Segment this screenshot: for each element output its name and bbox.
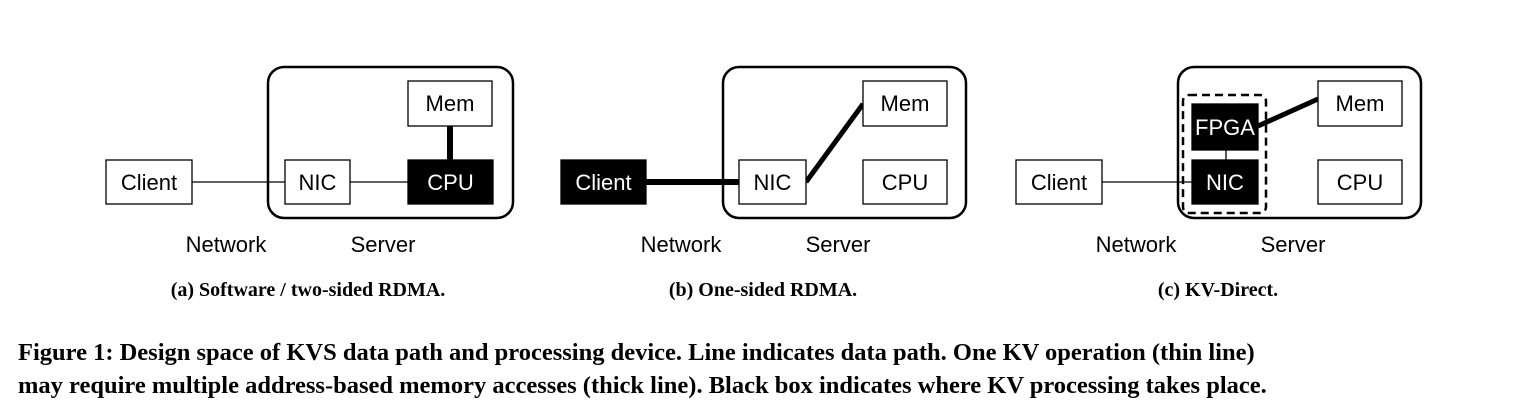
- cpu-box: CPU: [1317, 159, 1403, 205]
- svg-text:Mem: Mem: [881, 91, 930, 116]
- server-label: Server: [1261, 232, 1326, 257]
- server-box: [1176, 65, 1423, 220]
- figure-caption: Figure 1: Design space of KVS data path …: [18, 336, 1523, 402]
- server-label: Server: [806, 232, 871, 257]
- server-label: Server: [351, 232, 416, 257]
- caption-line-2: may require multiple address-based memor…: [18, 372, 1267, 399]
- mem-box: Mem: [1317, 80, 1403, 127]
- subcaption: (b) One-sided RDMA.: [669, 279, 857, 301]
- smartnic-dashed-box: [1181, 93, 1268, 215]
- subcaption: (c) KV-Direct.: [1158, 279, 1278, 301]
- svg-text:FPGA: FPGA: [1195, 115, 1255, 140]
- nic-box-highlighted: NIC: [1191, 159, 1259, 205]
- panel-c: Client FPGA NIC CPU Mem Network Server (…: [1015, 65, 1423, 301]
- svg-text:Client: Client: [1031, 170, 1087, 195]
- client-box: Client: [105, 159, 193, 205]
- fpga-box-highlighted: FPGA: [1191, 103, 1259, 151]
- svg-text:NIC: NIC: [299, 170, 337, 195]
- mem-box: Mem: [407, 80, 493, 127]
- client-box-highlighted: Client: [560, 159, 647, 205]
- nic-box: NIC: [738, 159, 807, 205]
- svg-text:Mem: Mem: [426, 91, 475, 116]
- network-label: Network: [641, 232, 723, 257]
- svg-text:Mem: Mem: [1336, 91, 1385, 116]
- svg-text:CPU: CPU: [1337, 170, 1383, 195]
- network-label: Network: [186, 232, 268, 257]
- svg-text:Client: Client: [121, 170, 177, 195]
- subcaption: (a) Software / two-sided RDMA.: [171, 279, 446, 301]
- cpu-box: CPU: [862, 159, 948, 205]
- nic-box: NIC: [284, 159, 351, 205]
- panel-a: Client NIC CPU Mem Network Server (a) So…: [105, 65, 515, 301]
- svg-text:CPU: CPU: [427, 170, 473, 195]
- cpu-box-highlighted: CPU: [407, 159, 494, 205]
- server-box: [266, 65, 515, 220]
- client-box: Client: [1015, 159, 1103, 205]
- nic-mem-link: [803, 102, 866, 184]
- design-space-diagram: Client NIC CPU Mem Network Server (a) So…: [105, 65, 1423, 301]
- caption-line-1: Figure 1: Design space of KVS data path …: [18, 339, 1255, 366]
- mem-box: Mem: [862, 80, 948, 127]
- svg-text:NIC: NIC: [1206, 170, 1244, 195]
- fpga-mem-link: [1256, 96, 1320, 129]
- svg-text:Client: Client: [575, 170, 631, 195]
- svg-text:CPU: CPU: [882, 170, 928, 195]
- panel-b: Client NIC CPU Mem Network Server (b) On…: [560, 65, 968, 301]
- network-label: Network: [1096, 232, 1178, 257]
- svg-text:NIC: NIC: [754, 170, 792, 195]
- server-box: [721, 65, 968, 220]
